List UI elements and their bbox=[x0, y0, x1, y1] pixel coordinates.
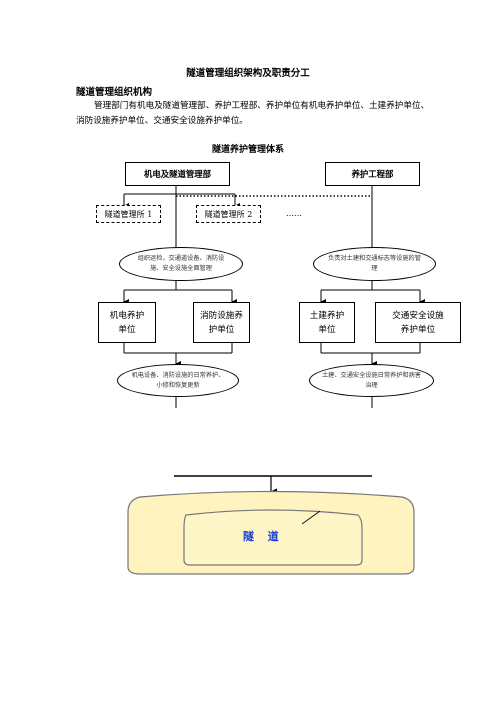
oval-text: 组织运检，交通道设备、消防设施、安全设施全面管理 bbox=[137, 255, 225, 272]
dept-box-maintenance: 养护工程部 bbox=[325, 162, 420, 186]
office-box-1: 隧道管理所 1 bbox=[96, 205, 161, 223]
unit-box-mech: 机电养护单位 bbox=[98, 302, 156, 343]
unit-label: 交通安全设施养护单位 bbox=[392, 310, 444, 335]
dept-label: 养护工程部 bbox=[351, 169, 394, 179]
oval-mech-duties: 机电设备、消防设施的日常养护、小修和恢复更新 bbox=[117, 364, 239, 397]
intro-paragraph: 管理部门有机电及隧道管理部、养护工程部、养护单位有机电养护单位、土建养护单位、消… bbox=[76, 101, 430, 126]
section-heading: 隧道管理组织机构 bbox=[76, 87, 153, 98]
dept-label: 机电及隧道管理部 bbox=[144, 169, 211, 179]
unit-label: 消防设施养护单位 bbox=[200, 310, 243, 335]
unit-label: 土建养护单位 bbox=[309, 310, 345, 335]
oval-text: 土建、交通安全设施日常养护和病害治理 bbox=[322, 371, 421, 389]
unit-box-traffic: 交通安全设施养护单位 bbox=[375, 302, 461, 343]
office-more: …… bbox=[286, 209, 302, 218]
office-label: 隧道管理所 2 bbox=[204, 209, 253, 219]
unit-box-fire: 消防设施养护单位 bbox=[193, 302, 250, 343]
oval-mech-scope: 组织运检，交通道设备、消防设施、安全设施全面管理 bbox=[119, 247, 243, 281]
tunnel-label: 隧 道 bbox=[243, 530, 281, 543]
oval-text: 机电设备、消防设施的日常养护、小修和恢复更新 bbox=[131, 371, 225, 389]
oval-civil-duties: 土建、交通安全设施日常养护和病害治理 bbox=[309, 364, 434, 397]
unit-box-civil: 土建养护单位 bbox=[299, 302, 355, 343]
office-label: 隧道管理所 1 bbox=[104, 209, 153, 219]
oval-text: 负责对土建和交通标志等设施的管理 bbox=[328, 255, 421, 272]
document-title: 隧道管理组织架构及职责分工 bbox=[186, 68, 310, 79]
diagram-title: 隧道养护管理体系 bbox=[211, 145, 284, 155]
dept-box-mech-tunnel: 机电及隧道管理部 bbox=[125, 162, 230, 186]
unit-label: 机电养护单位 bbox=[109, 310, 145, 335]
oval-civil-scope: 负责对土建和交通标志等设施的管理 bbox=[313, 247, 436, 281]
office-box-2: 隧道管理所 2 bbox=[196, 205, 261, 223]
